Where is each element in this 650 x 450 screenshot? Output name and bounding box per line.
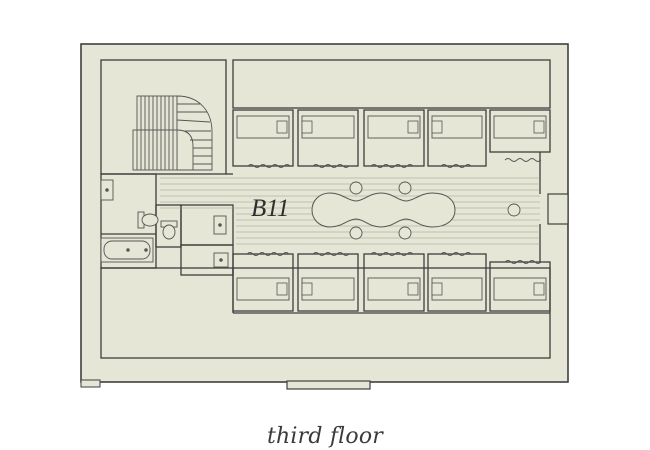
bed-icon — [236, 115, 547, 139]
bottom-cabins — [232, 252, 551, 312]
bed-icon — [236, 277, 547, 301]
sink-icon — [100, 179, 229, 268]
room-label-b11: B11 — [251, 195, 289, 222]
bathtub-icon — [100, 237, 154, 263]
toilet-icon — [137, 211, 178, 240]
top-cabins — [232, 109, 551, 168]
chair-icon — [349, 181, 521, 240]
staircase-icon — [132, 95, 213, 171]
table-icon — [311, 192, 456, 228]
floor-caption: third floor — [266, 424, 384, 449]
interior-walls — [100, 59, 551, 359]
